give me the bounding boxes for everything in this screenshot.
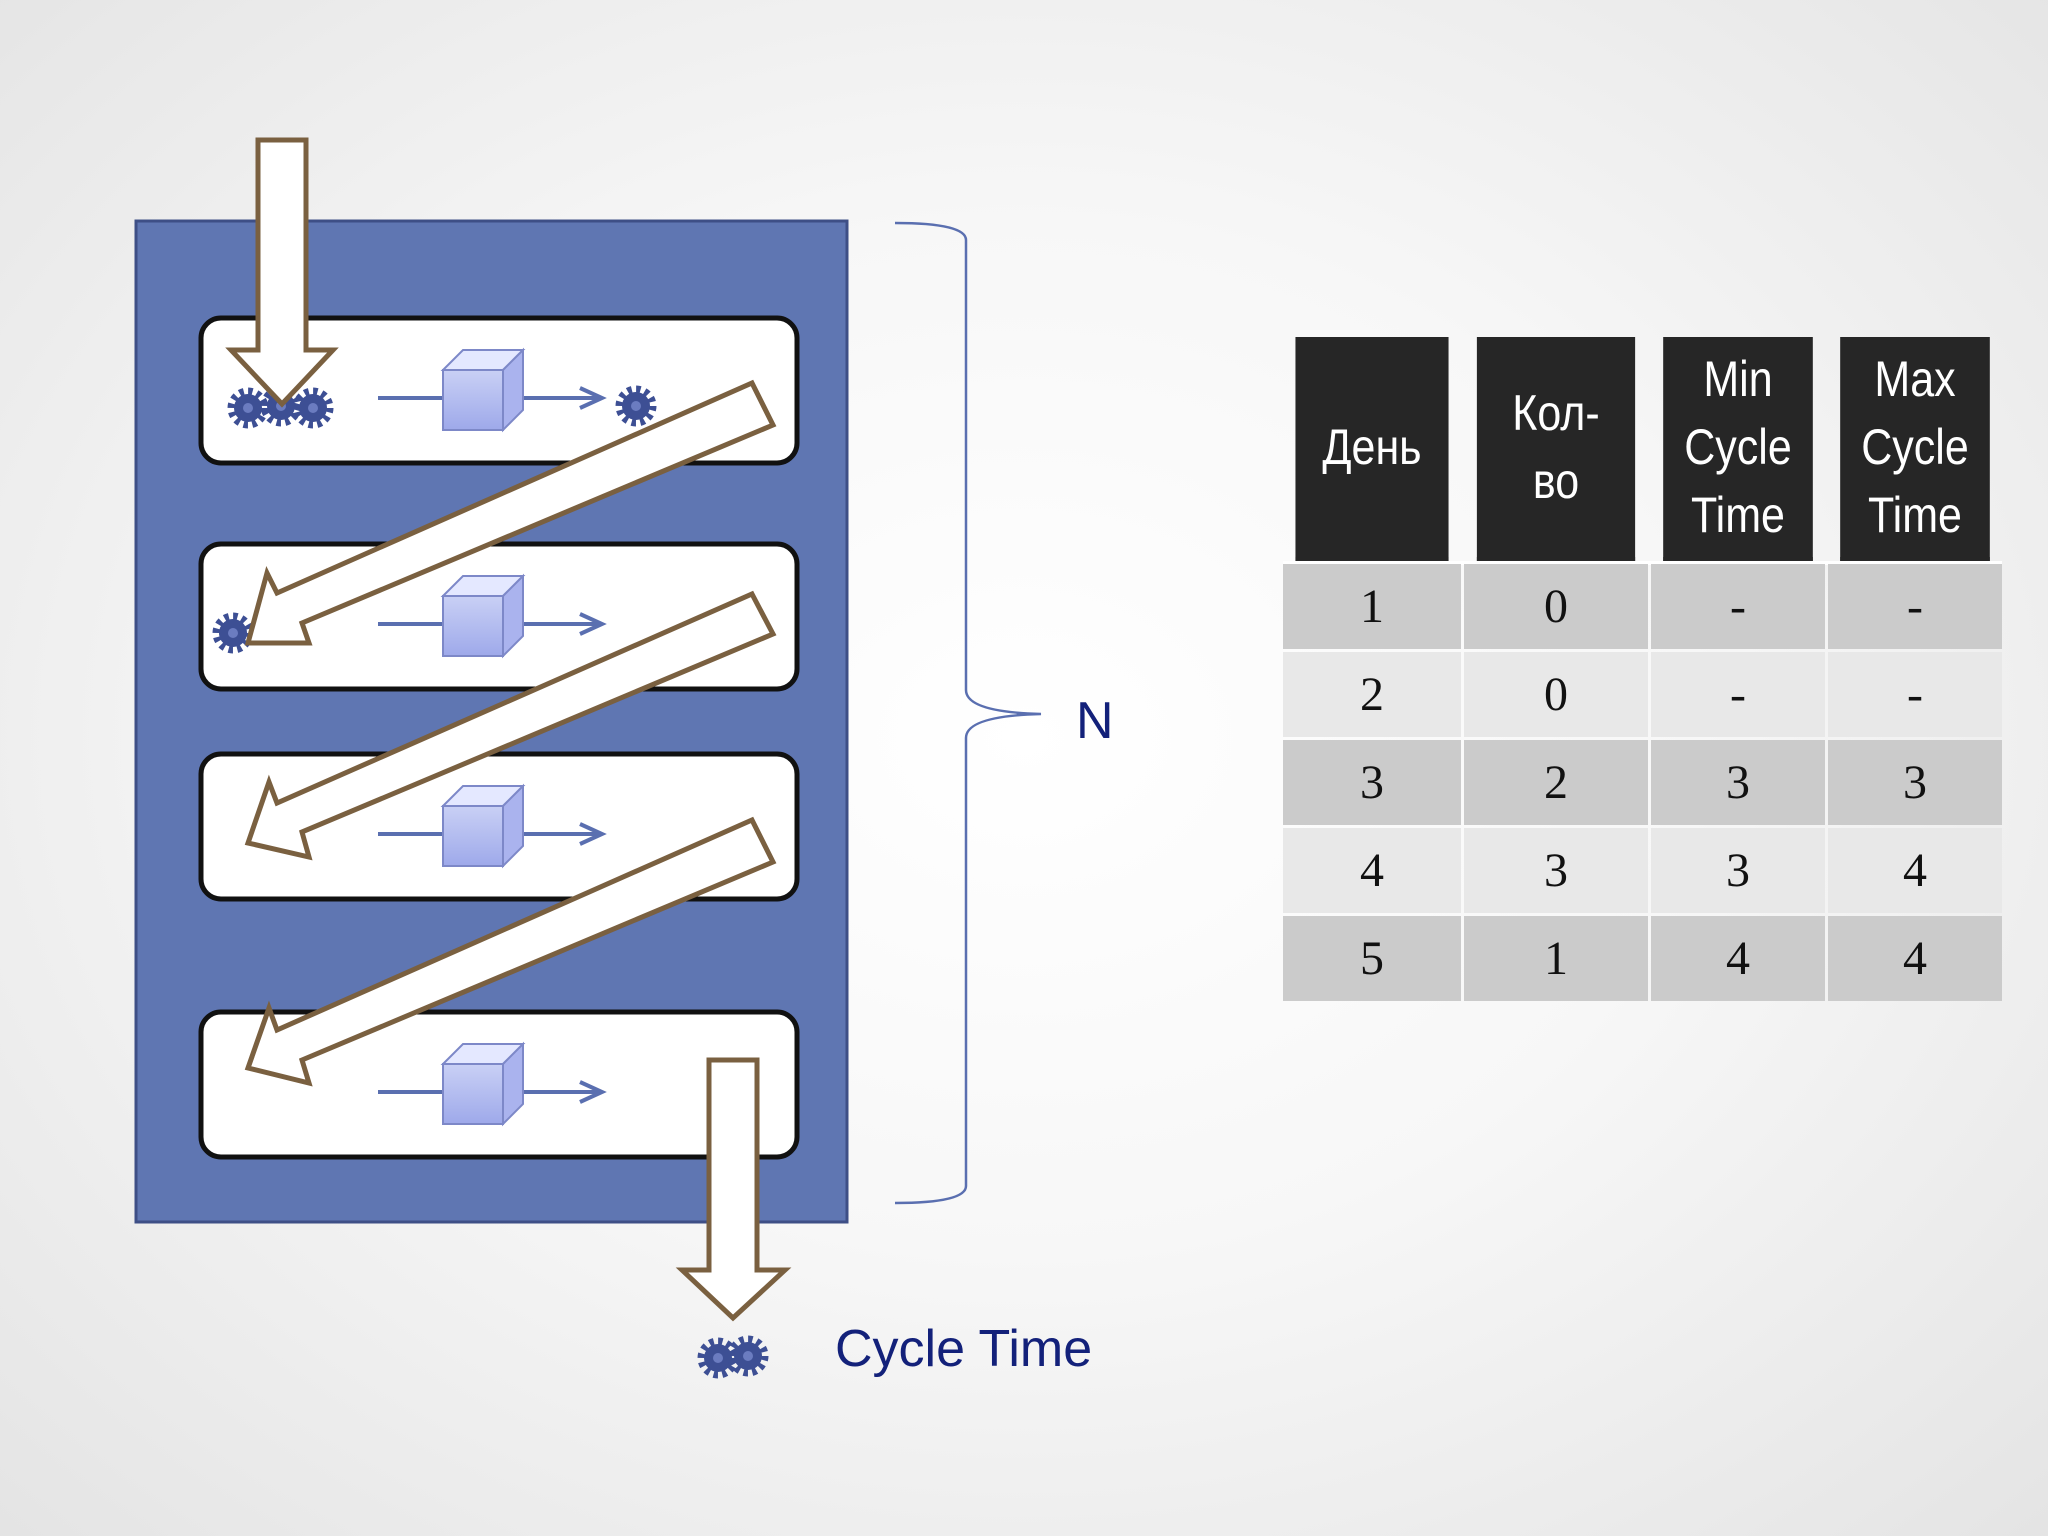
cube-icon bbox=[442, 1043, 524, 1125]
header-day: День bbox=[1295, 337, 1449, 561]
cell-min: 4 bbox=[1651, 916, 1825, 1001]
n-brace bbox=[894, 221, 1042, 1205]
gear-icon bbox=[231, 391, 265, 425]
n-label: N bbox=[1076, 692, 1114, 750]
input-arrow-icon bbox=[225, 137, 339, 408]
table-row: 5 1 4 4 bbox=[1283, 916, 2002, 1001]
gear-icon bbox=[619, 389, 653, 423]
cell-count: 1 bbox=[1464, 916, 1648, 1001]
transfer-arrow-icon bbox=[244, 590, 777, 861]
gear-icon bbox=[731, 1339, 765, 1373]
output-arrow-icon bbox=[675, 1057, 792, 1322]
cell-max: 4 bbox=[1828, 916, 2002, 1001]
cell-min: 3 bbox=[1651, 740, 1825, 825]
table-row: 1 0 - - bbox=[1283, 564, 2002, 649]
cell-max: - bbox=[1828, 564, 2002, 649]
cube-icon bbox=[442, 785, 524, 867]
transfer-arrow-icon bbox=[244, 379, 777, 646]
cell-day: 1 bbox=[1283, 564, 1461, 649]
cell-min: - bbox=[1651, 564, 1825, 649]
header-count: Кол-во bbox=[1476, 337, 1636, 561]
cube-icon bbox=[442, 575, 524, 657]
cell-count: 3 bbox=[1464, 828, 1648, 913]
cell-min: 3 bbox=[1651, 828, 1825, 913]
cell-day: 2 bbox=[1283, 652, 1461, 737]
transfer-arrow-icon bbox=[244, 816, 777, 1087]
cell-day: 3 bbox=[1283, 740, 1461, 825]
table-row: 3 2 3 3 bbox=[1283, 740, 2002, 825]
gear-icon bbox=[296, 391, 330, 425]
cycle-time-label: Cycle Time bbox=[835, 1320, 1092, 1378]
gear-icon bbox=[701, 1341, 735, 1375]
cube-icon bbox=[442, 349, 524, 431]
cell-day: 5 bbox=[1283, 916, 1461, 1001]
cell-max: 4 bbox=[1828, 828, 2002, 913]
cell-count: 0 bbox=[1464, 652, 1648, 737]
cell-day: 4 bbox=[1283, 828, 1461, 913]
cell-min: - bbox=[1651, 652, 1825, 737]
table-row: 2 0 - - bbox=[1283, 652, 2002, 737]
cell-max: 3 bbox=[1828, 740, 2002, 825]
cell-max: - bbox=[1828, 652, 2002, 737]
cell-count: 2 bbox=[1464, 740, 1648, 825]
cell-count: 0 bbox=[1464, 564, 1648, 649]
table-row: 4 3 3 4 bbox=[1283, 828, 2002, 913]
